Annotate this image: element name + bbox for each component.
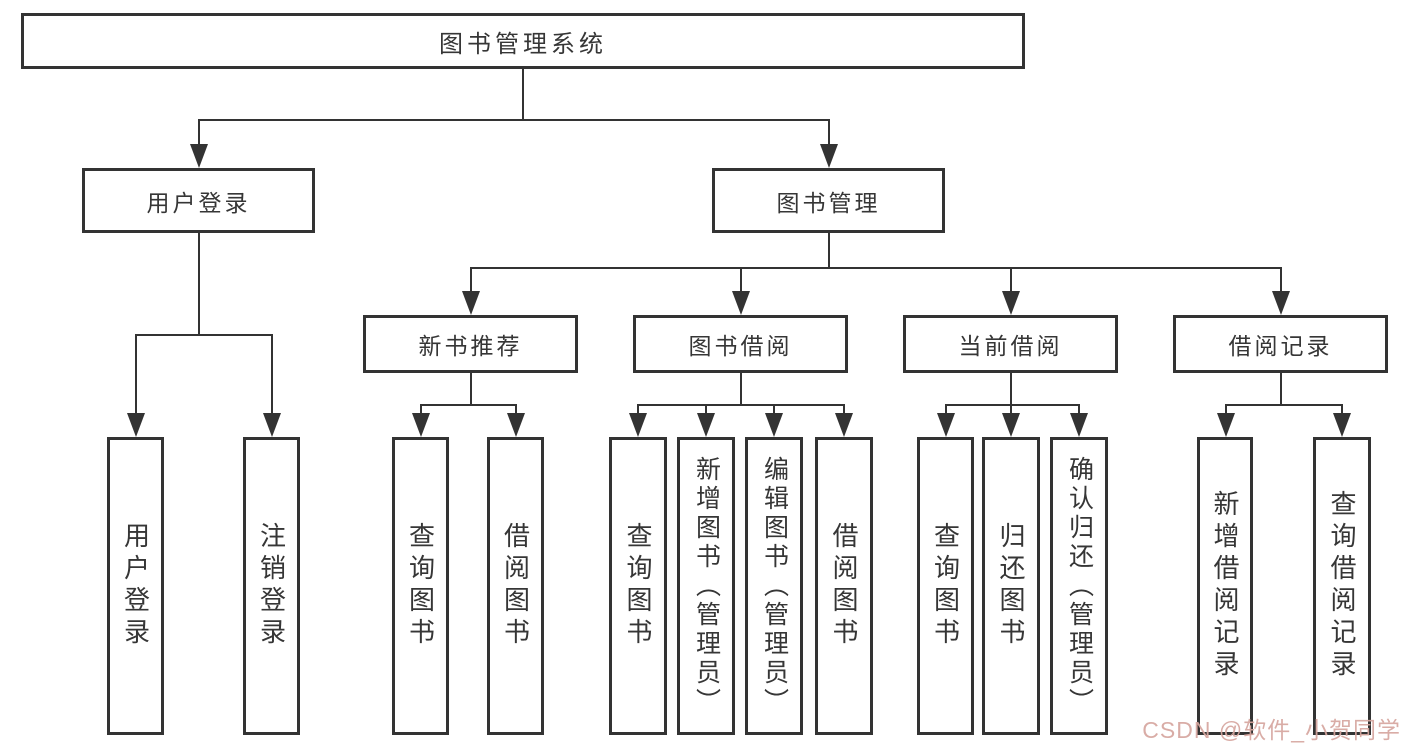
connector-line [470,267,1282,269]
node-label: 注销登录 [256,522,287,650]
arrow-down-icon [820,144,838,168]
connector-line [420,404,517,406]
arrow-down-icon [629,413,647,437]
connector-line [1341,404,1343,415]
connector-line [198,119,200,148]
node-label: 借阅记录 [1228,333,1333,359]
node-label: 图书管理 [776,189,881,216]
connector-line [740,267,742,293]
connector-line [271,334,273,416]
arrow-down-icon [835,413,853,437]
node-label: 借阅图书 [500,522,531,650]
connector-line [637,404,845,406]
leaf-query-books-borrow: 查询图书 [609,437,667,735]
node-label: 图书借阅 [688,333,793,359]
arrow-down-icon [1002,413,1020,437]
connector-line [1280,267,1282,293]
leaf-confirm-return-admin: 确认归还（管理员） [1050,437,1108,735]
node-root: 图书管理系统 [21,13,1025,69]
connector-line [1280,373,1282,406]
leaf-query-books-current: 查询图书 [917,437,974,735]
arrow-down-icon [732,291,750,315]
arrow-down-icon [1070,413,1088,437]
connector-line [945,404,947,415]
node-label: 查询借阅记录 [1327,490,1357,682]
arrow-down-icon [1217,413,1235,437]
connector-line [420,404,422,415]
connector-line [1225,404,1227,415]
arrow-down-icon [765,413,783,437]
node-label: 编辑图书（管理员） [760,455,789,717]
leaf-user-login: 用户登录 [107,437,164,735]
connector-line [828,119,830,148]
arrow-down-icon [127,413,145,437]
leaf-return-books: 归还图书 [982,437,1040,735]
leaf-add-book-admin: 新增图书（管理员） [677,437,735,735]
node-label: 当前借阅 [958,333,1063,359]
node-book-management: 图书管理 [712,168,945,233]
connector-line [135,334,273,336]
connector-line [198,119,830,121]
connector-line [522,69,524,121]
connector-line [1010,404,1012,415]
node-label: 新增借阅记录 [1210,490,1240,682]
node-label: 确认归还（管理员） [1065,455,1094,717]
connector-line [945,404,1080,406]
node-user-login: 用户登录 [82,168,315,233]
leaf-add-borrow-record: 新增借阅记录 [1197,437,1253,735]
node-borrow-records: 借阅记录 [1173,315,1388,373]
connector-line [637,404,639,415]
node-label: 用户登录 [120,522,151,650]
connector-line [198,233,200,336]
node-label: 归还图书 [996,522,1026,650]
node-book-borrow: 图书借阅 [633,315,848,373]
connector-line [1010,373,1012,406]
connector-line [1225,404,1342,406]
arrow-down-icon [507,413,525,437]
arrow-down-icon [412,413,430,437]
arrow-down-icon [263,413,281,437]
arrow-down-icon [697,413,715,437]
connector-line [1078,404,1080,415]
node-label: 查询图书 [623,522,653,650]
node-label: 查询图书 [405,522,436,650]
leaf-borrow-books-recommend: 借阅图书 [487,437,544,735]
arrow-down-icon [1333,413,1351,437]
connector-line [740,373,742,406]
arrow-down-icon [462,291,480,315]
connector-line [773,404,775,415]
leaf-edit-book-admin: 编辑图书（管理员） [745,437,803,735]
arrow-down-icon [190,144,208,168]
connector-line [470,373,472,406]
leaf-query-books-recommend: 查询图书 [392,437,449,735]
node-label: 查询图书 [930,522,961,650]
node-label: 新书推荐 [418,333,523,359]
arrow-down-icon [1002,291,1020,315]
connector-line [135,334,137,416]
node-label: 图书管理系统 [439,30,607,58]
leaf-query-borrow-record: 查询借阅记录 [1313,437,1371,735]
connector-line [828,233,830,269]
node-current-borrow: 当前借阅 [903,315,1118,373]
node-new-book-recommend: 新书推荐 [363,315,578,373]
node-label: 新增图书（管理员） [692,455,721,717]
arrow-down-icon [1272,291,1290,315]
connector-line [705,404,707,415]
csdn-watermark: CSDN @软件_小贺同学 [1142,717,1401,743]
connector-line [1010,267,1012,293]
node-label: 用户登录 [146,189,251,216]
connector-line [470,267,472,293]
leaf-logout: 注销登录 [243,437,300,735]
connector-line [515,404,517,415]
node-label: 借阅图书 [829,522,859,650]
leaf-borrow-books: 借阅图书 [815,437,873,735]
connector-line [843,404,845,415]
arrow-down-icon [937,413,955,437]
